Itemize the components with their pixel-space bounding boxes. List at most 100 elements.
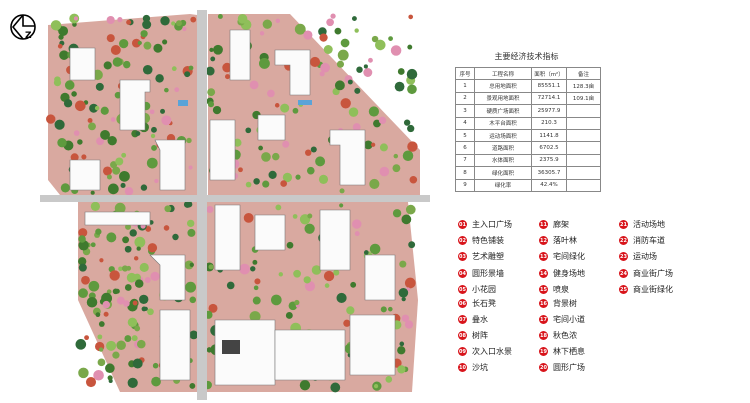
tree-mark — [114, 288, 120, 294]
tree-mark — [363, 64, 368, 69]
tree-mark — [155, 74, 164, 83]
tree-mark — [109, 270, 120, 281]
tree-mark — [356, 66, 363, 73]
table-cell: 水体面积 — [474, 153, 532, 168]
tree-mark — [105, 363, 115, 374]
tree-mark — [271, 294, 282, 306]
tree-mark — [57, 138, 67, 148]
tree-mark — [90, 190, 95, 195]
legend-marker-icon: 04 — [458, 269, 467, 278]
tree-mark — [84, 335, 89, 341]
legend-label: 商业街绿化 — [633, 285, 673, 294]
tree-mark — [253, 178, 260, 185]
tree-mark — [304, 281, 316, 292]
tree-planting — [46, 13, 418, 393]
table-cell — [566, 178, 601, 192]
legend-label: 秋色浓 — [553, 331, 577, 340]
tree-mark — [295, 174, 301, 180]
legend-label: 沙坑 — [472, 363, 488, 372]
table-cell: 9 — [455, 178, 475, 192]
tree-mark — [404, 320, 414, 329]
tree-mark — [259, 31, 265, 36]
tree-mark — [182, 26, 187, 32]
tree-mark — [292, 214, 298, 219]
tree-mark — [88, 122, 96, 131]
tree-mark — [285, 312, 293, 319]
legend-label: 活动场地 — [633, 220, 665, 229]
legend-marker-icon: 19 — [539, 347, 548, 356]
table-cell: 景观用地面积 — [474, 91, 532, 106]
tree-mark — [245, 127, 252, 134]
tree-mark — [126, 19, 132, 25]
tree-mark — [378, 116, 387, 125]
tree-mark — [95, 228, 102, 235]
tree-mark — [140, 184, 148, 191]
tree-mark — [189, 296, 197, 304]
tree-mark — [135, 131, 141, 136]
tree-mark — [93, 369, 104, 381]
tree-mark — [124, 284, 132, 291]
tree-mark — [112, 57, 123, 67]
tree-mark — [117, 17, 123, 23]
tree-mark — [73, 130, 80, 136]
tree-mark — [401, 314, 410, 322]
tree-mark — [58, 26, 69, 36]
table-cell: 42.4% — [531, 178, 567, 192]
tree-mark — [339, 188, 345, 194]
tree-mark — [121, 152, 127, 158]
tree-mark — [81, 154, 87, 160]
tree-mark — [348, 107, 359, 117]
tree-mark — [363, 250, 369, 255]
tree-mark — [243, 212, 254, 223]
tree-mark — [123, 60, 131, 69]
tree-mark — [101, 292, 113, 304]
legend-label: 运动场 — [633, 252, 657, 261]
legend-label: 商业街广场 — [633, 269, 673, 278]
table-cell — [566, 153, 601, 168]
tree-mark — [118, 266, 123, 272]
tree-mark — [379, 143, 388, 152]
legend-label: 廊架 — [553, 220, 569, 229]
tree-mark — [189, 262, 194, 267]
tree-mark — [371, 35, 379, 43]
tree-mark — [137, 40, 142, 46]
table-cell: 210.3 — [531, 116, 567, 130]
tree-mark — [142, 64, 153, 75]
tree-mark — [303, 276, 311, 284]
table-cell — [566, 128, 601, 143]
tree-mark — [97, 334, 103, 340]
tree-mark — [274, 103, 280, 108]
tree-mark — [164, 87, 169, 93]
table-cell — [566, 104, 601, 118]
legend-label: 圆形景墙 — [472, 269, 504, 278]
tree-mark — [363, 140, 373, 150]
north-arrow-icon: Z — [10, 14, 36, 41]
tree-mark — [252, 259, 258, 265]
tree-mark — [206, 347, 213, 353]
tree-mark — [294, 299, 300, 306]
tree-mark — [394, 81, 405, 92]
tree-mark — [261, 152, 271, 162]
legend-marker-icon: 25 — [619, 285, 628, 294]
tree-mark — [352, 123, 361, 132]
legend-marker-icon: 09 — [458, 347, 467, 356]
tree-mark — [208, 264, 214, 270]
tree-mark — [206, 206, 214, 214]
tree-mark — [249, 80, 259, 90]
tree-mark — [116, 296, 125, 305]
legend-label: 落叶林 — [553, 236, 577, 245]
tree-mark — [237, 14, 248, 24]
tree-mark — [139, 262, 149, 273]
tree-mark — [147, 243, 158, 253]
tree-mark — [401, 214, 412, 225]
tree-mark — [172, 233, 179, 241]
legend-label: 宅间小道 — [553, 315, 585, 324]
tree-mark — [186, 137, 192, 144]
tree-mark — [127, 377, 138, 389]
